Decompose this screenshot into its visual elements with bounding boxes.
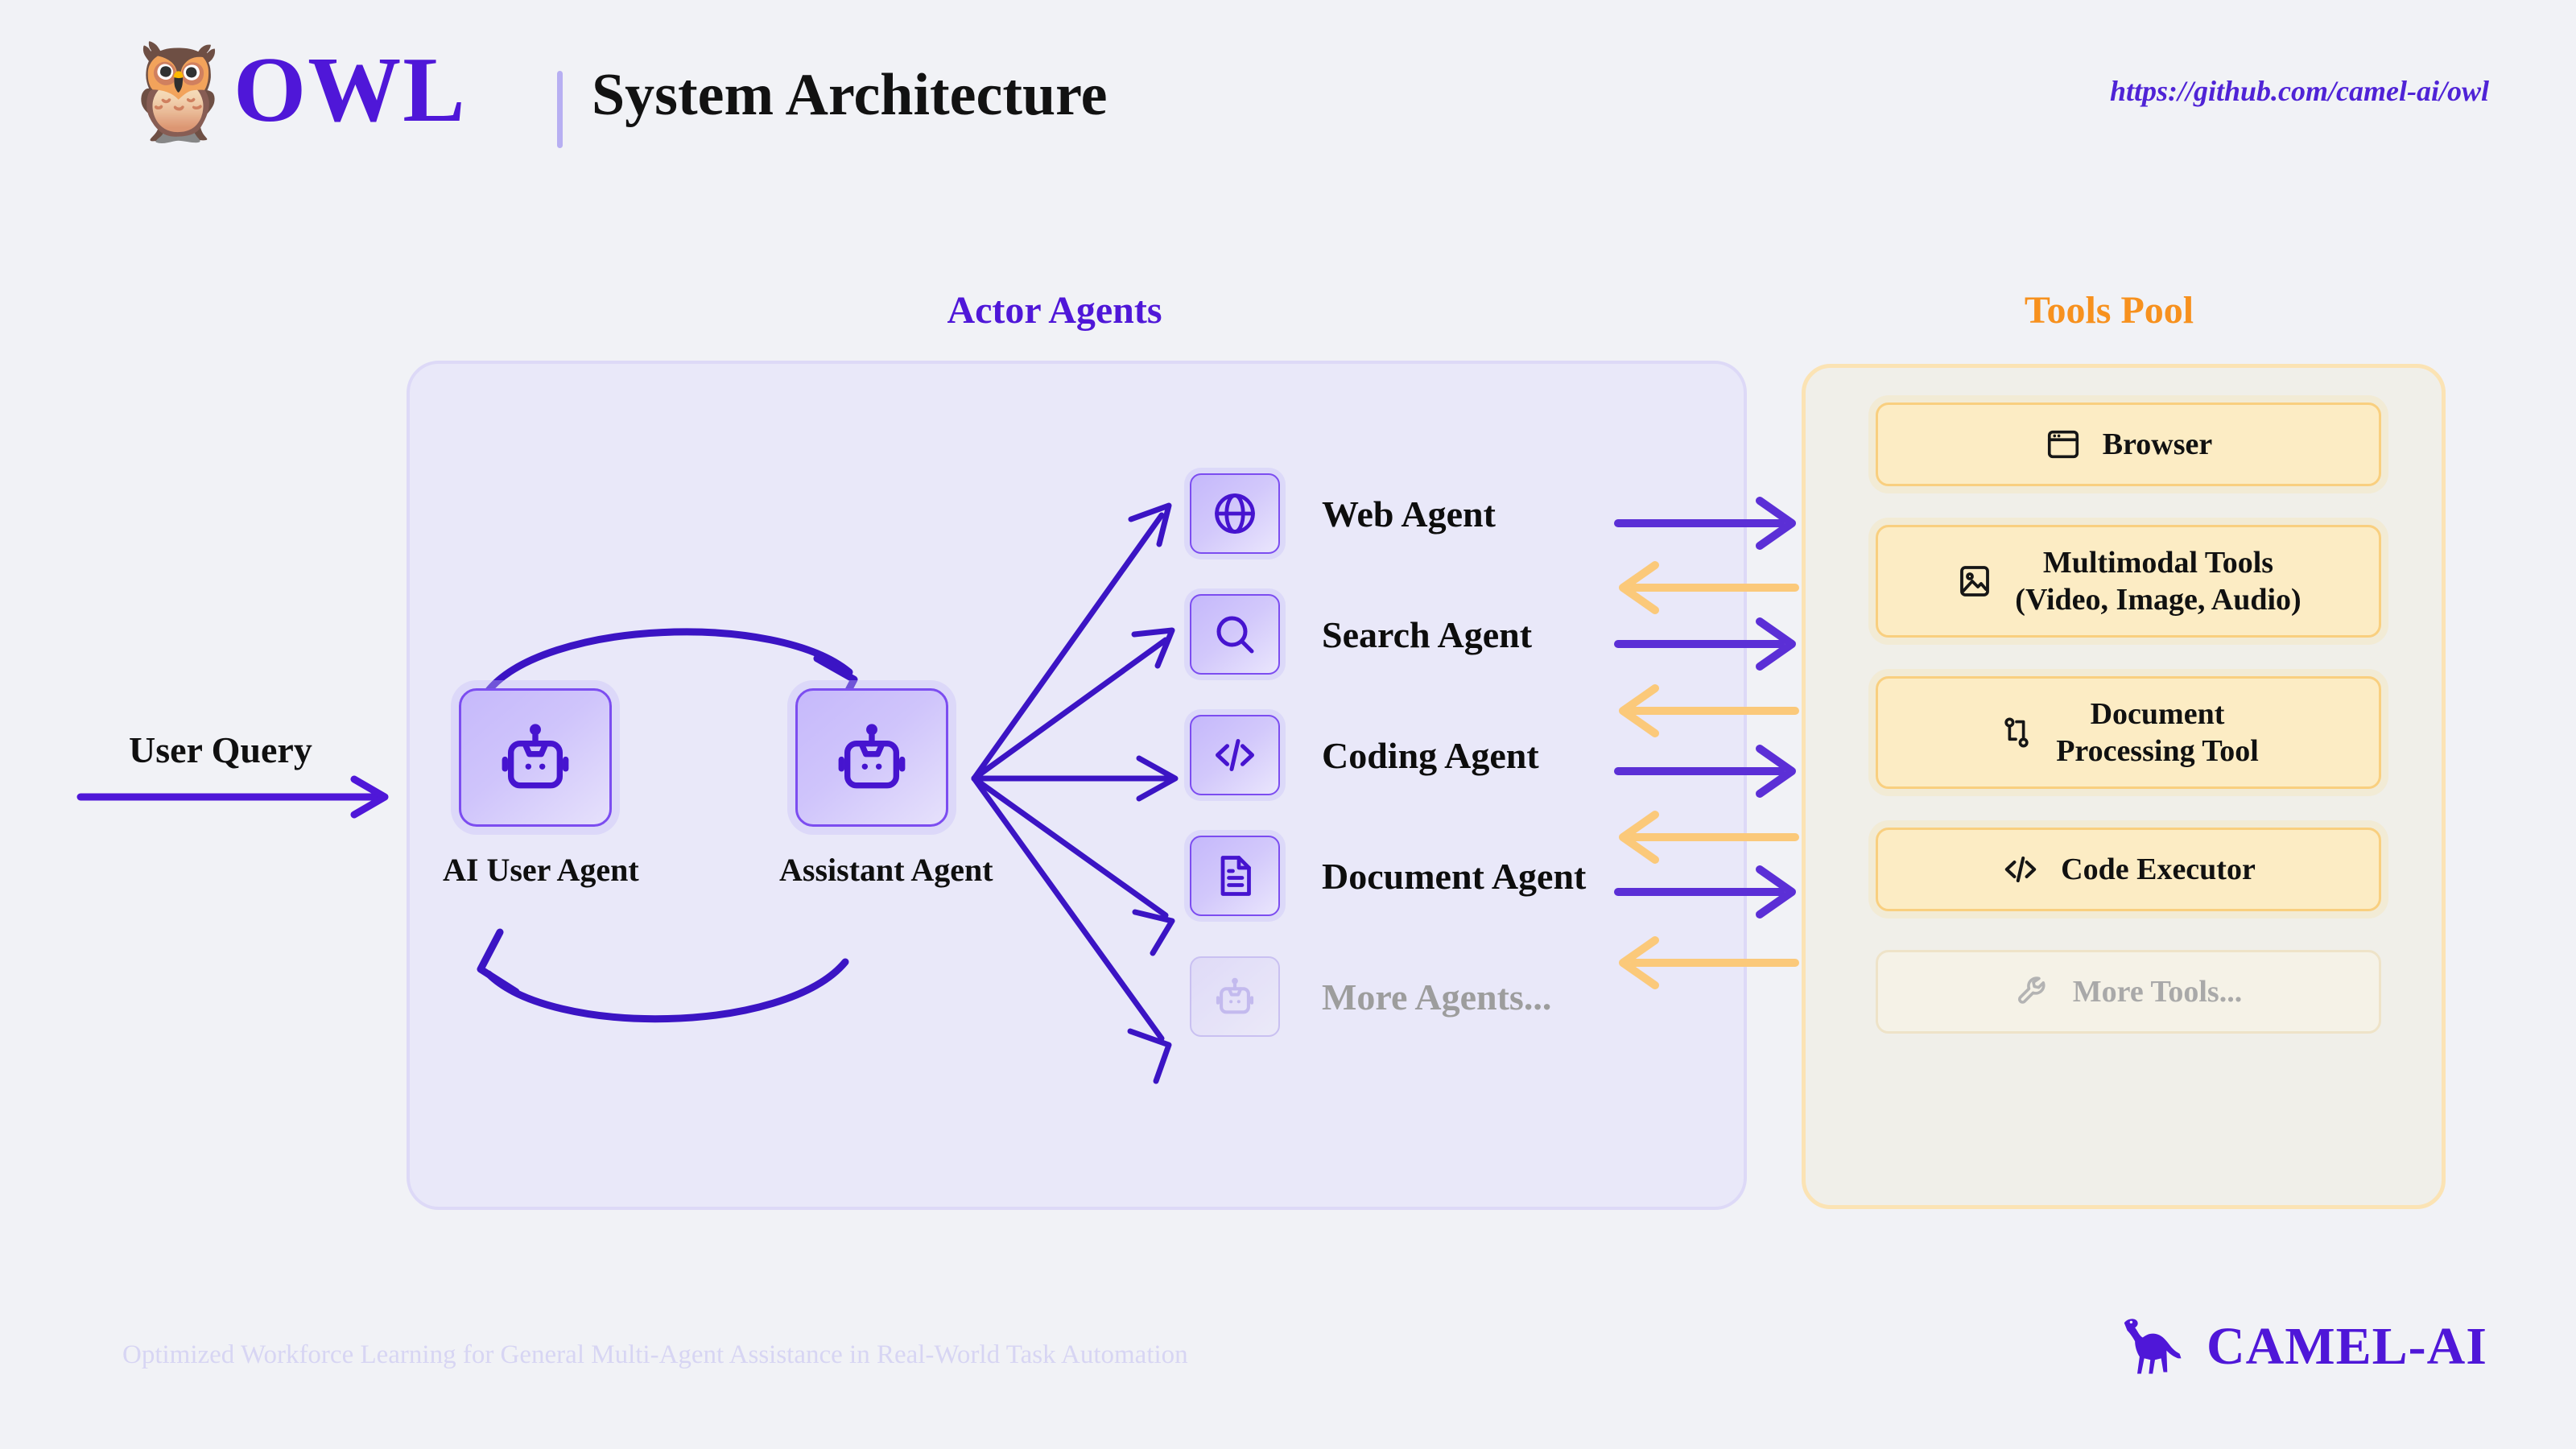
assistant-agent-tile bbox=[795, 688, 948, 827]
user-query-arrow bbox=[76, 775, 389, 819]
camel-ai-logo: CAMEL-AI bbox=[2116, 1312, 2487, 1381]
tool-card-multimodal[interactable]: Multimodal Tools(Video, Image, Audio) bbox=[1876, 525, 2381, 638]
agent-row-more[interactable]: More Agents... bbox=[1190, 956, 1586, 1037]
tools-card-list: Browser Multimodal Tools(Video, Image, A… bbox=[1876, 402, 2381, 1072]
actor-agents-section-title: Actor Agents bbox=[947, 289, 1162, 332]
tool-to-agent-arrows bbox=[1619, 561, 1799, 989]
tool-card-browser[interactable]: Browser bbox=[1876, 402, 2381, 486]
wrench-icon bbox=[2015, 973, 2052, 1010]
agent-label-web: Web Agent bbox=[1322, 493, 1496, 535]
ai-user-agent-label: AI User Agent bbox=[443, 852, 639, 888]
robot-icon bbox=[502, 724, 569, 789]
page-header: 🦉 OWL System Architecture https://github… bbox=[0, 0, 2576, 193]
code-icon bbox=[1216, 739, 1255, 771]
ai-user-agent-node[interactable]: AI User Agent bbox=[443, 688, 639, 889]
header-divider bbox=[557, 71, 563, 148]
browser-window-icon bbox=[2045, 426, 2082, 463]
agent-tile-document bbox=[1190, 836, 1280, 916]
agent-label-search: Search Agent bbox=[1322, 613, 1533, 655]
user-query-label: User Query bbox=[129, 729, 312, 770]
fanout-arrows bbox=[971, 502, 1179, 1084]
assistant-agent-node[interactable]: Assistant Agent bbox=[779, 688, 993, 889]
camel-ai-wordmark: CAMEL-AI bbox=[2207, 1317, 2487, 1376]
tool-label-more: More Tools... bbox=[2072, 974, 2243, 1009]
tool-card-more[interactable]: More Tools... bbox=[1876, 950, 2381, 1034]
document-icon bbox=[1220, 856, 1251, 896]
tool-label-multimodal: Multimodal Tools(Video, Image, Audio) bbox=[2015, 545, 2301, 617]
agent-row-coding[interactable]: Coding Agent bbox=[1190, 715, 1586, 795]
tool-label-browser: Browser bbox=[2102, 427, 2213, 461]
repo-url-link[interactable]: https://github.com/camel-ai/owl bbox=[2109, 75, 2489, 107]
git-branch-icon bbox=[1998, 714, 2035, 751]
footer-tagline: Optimized Workforce Learning for General… bbox=[122, 1340, 1188, 1369]
brand-wordmark: OWL bbox=[233, 39, 467, 142]
tool-card-code-executor[interactable]: Code Executor bbox=[1876, 828, 2381, 911]
agent-label-coding: Coding Agent bbox=[1322, 734, 1539, 776]
actor-agents-panel bbox=[407, 361, 1747, 1210]
globe-icon bbox=[1215, 493, 1255, 534]
tool-label-code-executor: Code Executor bbox=[2061, 852, 2256, 886]
agent-row-document[interactable]: Document Agent bbox=[1190, 836, 1586, 916]
agent-to-tool-arrows bbox=[1614, 497, 1796, 919]
agent-tile-coding bbox=[1190, 715, 1280, 795]
ai-user-agent-tile bbox=[459, 688, 612, 827]
agent-row-search[interactable]: Search Agent bbox=[1190, 594, 1586, 675]
agent-label-document: Document Agent bbox=[1322, 855, 1587, 897]
robot-icon bbox=[1216, 977, 1254, 1014]
search-icon bbox=[1216, 616, 1254, 654]
tools-pool-section-title: Tools Pool bbox=[2024, 289, 2194, 332]
camel-icon bbox=[2124, 1319, 2182, 1374]
actor-agent-list: Web Agent Search Agent Coding Agent bbox=[1190, 473, 1586, 1077]
robot-icon bbox=[838, 724, 906, 789]
agent-row-web[interactable]: Web Agent bbox=[1190, 473, 1586, 554]
code-icon bbox=[2001, 850, 2040, 889]
agent-tile-more bbox=[1190, 956, 1280, 1037]
agent-tile-search bbox=[1190, 594, 1280, 675]
owl-logo-icon: 🦉 bbox=[119, 35, 237, 147]
page-title: System Architecture bbox=[592, 62, 1108, 128]
agent-tile-web bbox=[1190, 473, 1280, 554]
image-icon bbox=[1955, 562, 1994, 601]
agent-label-more: More Agents... bbox=[1322, 976, 1552, 1018]
assistant-agent-label: Assistant Agent bbox=[779, 852, 993, 888]
